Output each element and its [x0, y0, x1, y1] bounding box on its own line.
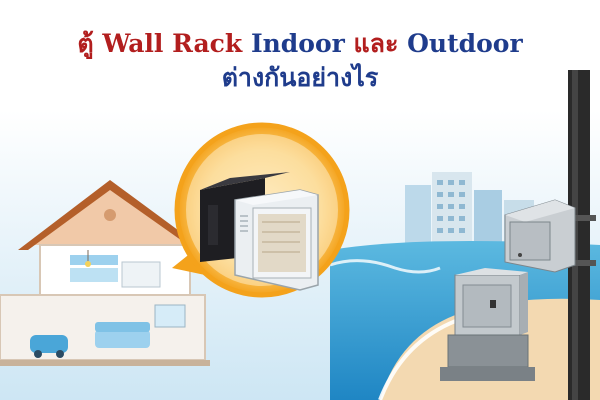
title-outdoor: Outdoor — [407, 29, 523, 58]
title-line-1: ตู้ Wall Rack Indoor และ Outdoor — [0, 30, 600, 58]
title-wall-rack: Wall Rack — [102, 29, 243, 58]
title-line-2: ต่างกันอย่างไร — [221, 62, 379, 92]
page-title: ตู้ Wall Rack Indoor และ Outdoor ต่างกัน… — [0, 30, 600, 91]
title-prefix: ตู้ — [77, 29, 94, 58]
callout-pointer — [172, 252, 205, 275]
indoor-wall-rack-icon — [174, 122, 350, 298]
title-conj: และ — [353, 29, 399, 58]
title-indoor: Indoor — [250, 29, 345, 58]
outdoor-cabinet-icon — [504, 199, 576, 273]
outdoor-ground-cabinet-icon — [440, 268, 535, 381]
